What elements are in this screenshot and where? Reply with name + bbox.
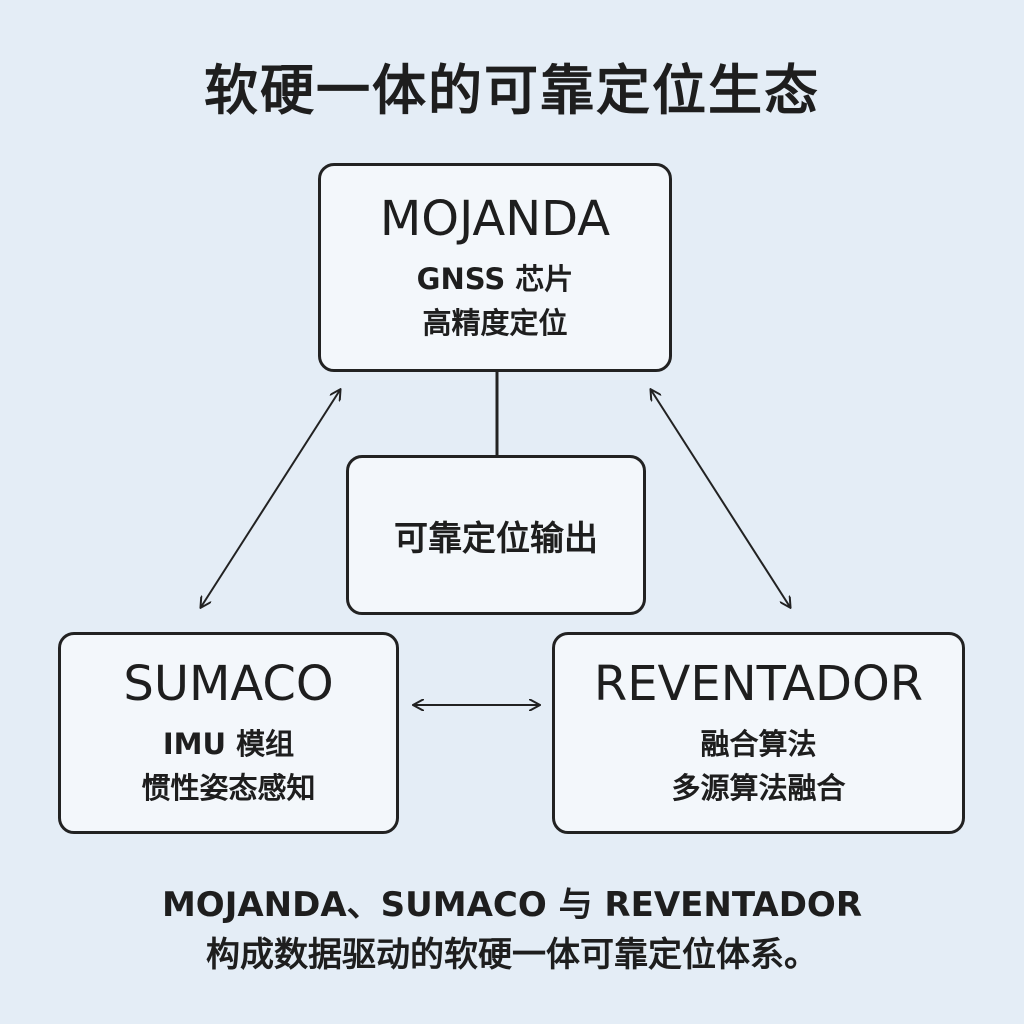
footer-line1: MOJANDA、SUMACO 与 REVENTADOR [161,885,863,925]
node-sumaco: SUMACO IMU 模组 惯性姿态感知 [58,632,399,834]
arrow-top-right [651,390,790,607]
node-line1: GNSS 芯片 [416,261,574,296]
node-line1: IMU 模组 [162,727,295,761]
node-name: MOJANDA [379,190,611,247]
center-label: 可靠定位输出 [394,518,598,559]
node-center-output: 可靠定位输出 [346,455,646,615]
node-line2: 惯性姿态感知 [141,771,316,805]
footer-caption: MOJANDA、SUMACO 与 REVENTADOR 构成数据驱动的软硬一体可… [0,880,1024,980]
node-name: SUMACO [123,656,334,712]
footer-line2: 构成数据驱动的软硬一体可靠定位体系。 [206,935,818,975]
arrow-top-left [201,390,340,607]
node-line2: 多源算法融合 [671,771,846,805]
node-line1: 融合算法 [700,727,817,761]
node-line2: 高精度定位 [422,305,568,340]
node-mojanda: MOJANDA GNSS 芯片 高精度定位 [318,163,672,372]
node-reventador: REVENTADOR 融合算法 多源算法融合 [552,632,965,834]
diagram-title: 软硬一体的可靠定位生态 [204,59,820,122]
node-name: REVENTADOR [593,656,924,712]
